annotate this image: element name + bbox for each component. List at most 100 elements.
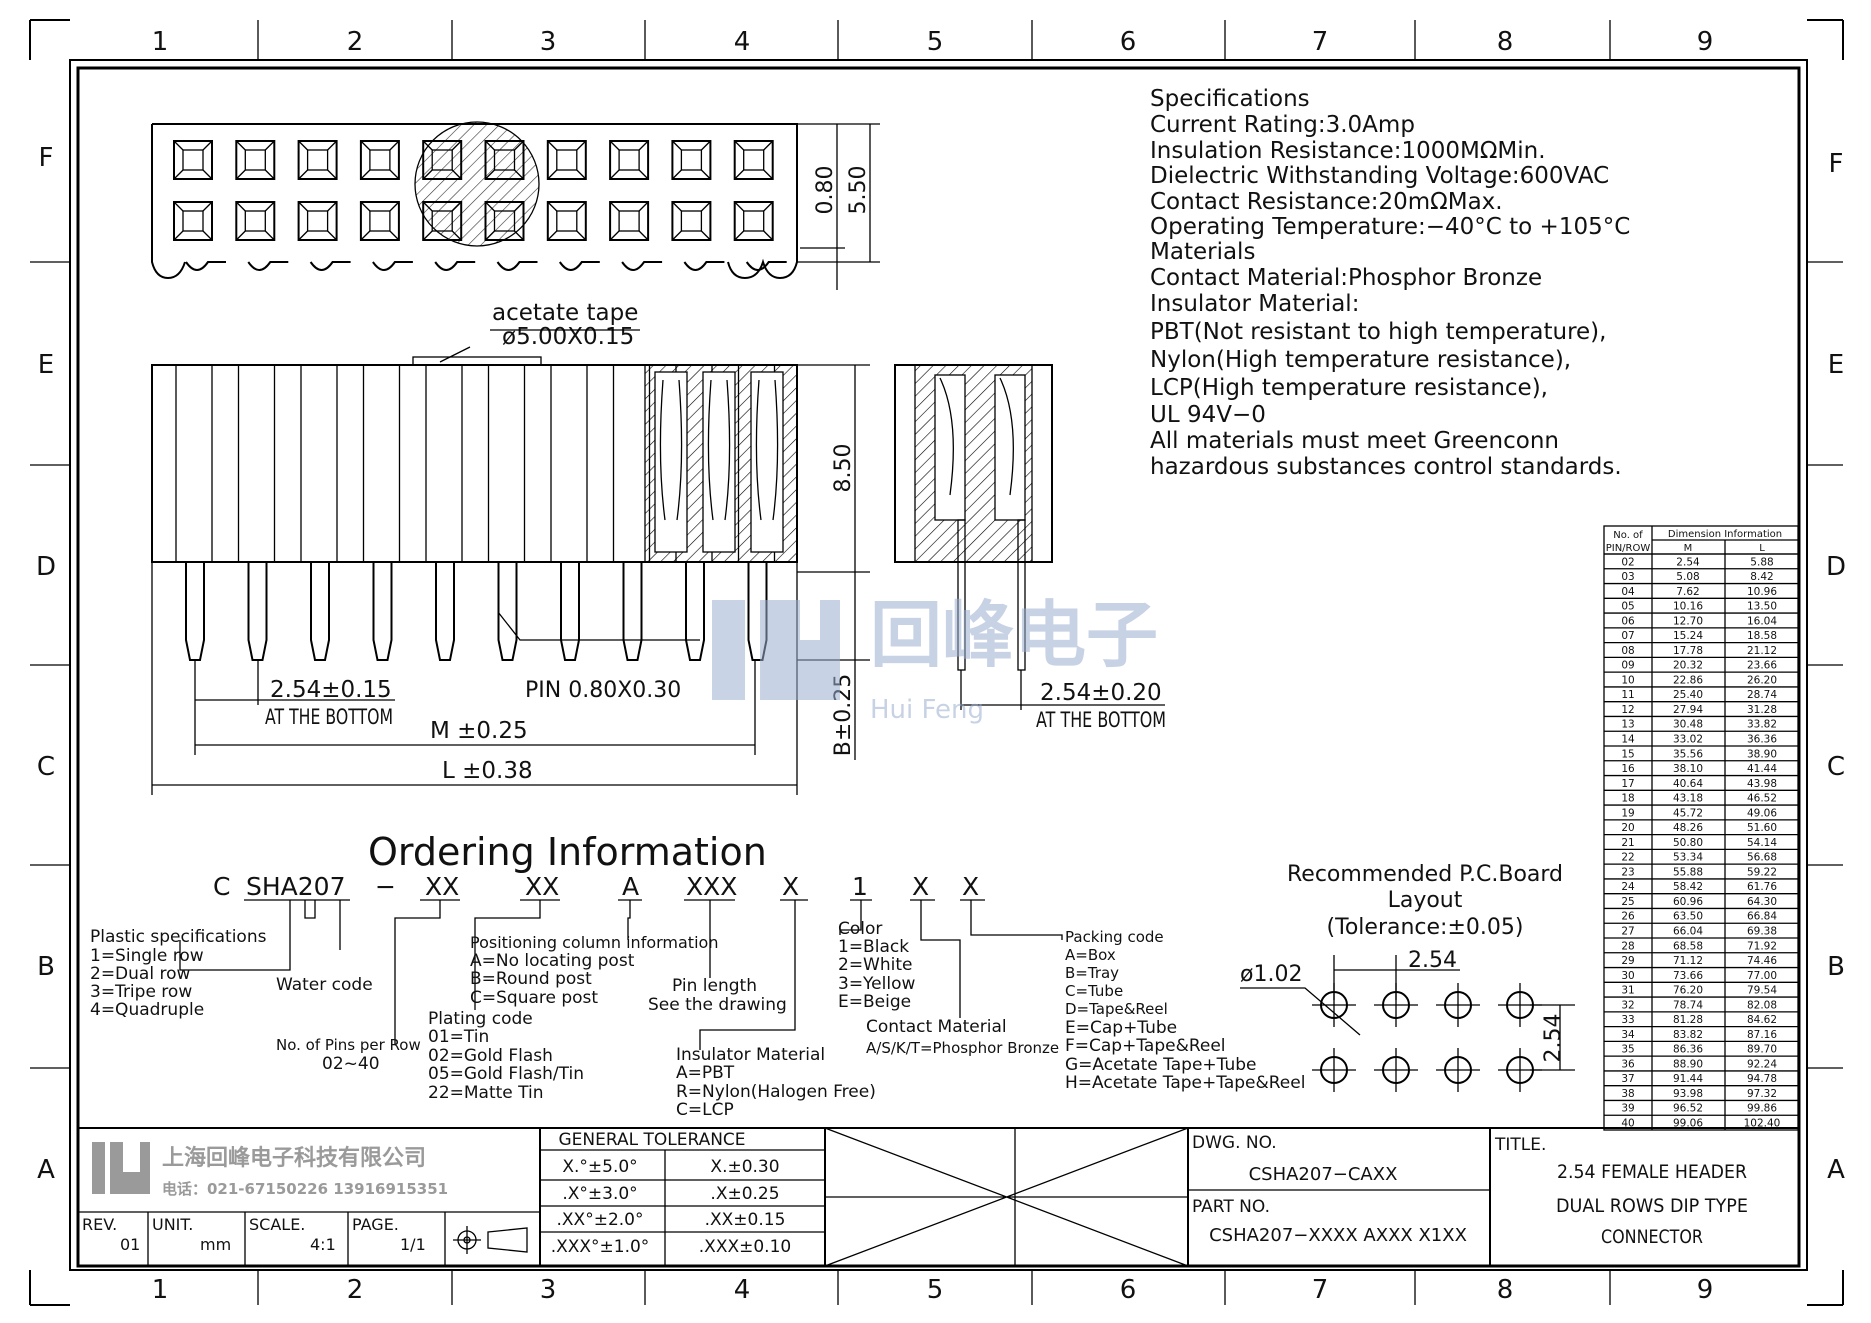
table-l-value: 102.40: [1744, 1118, 1781, 1130]
plastic-line: Plastic specifications: [90, 927, 267, 947]
front-pitch-dim: 2.54±0.15: [270, 677, 392, 703]
table-l-value: 36.36: [1747, 734, 1777, 746]
table-m-value: 58.42: [1673, 881, 1703, 893]
row-label-right: E: [1828, 350, 1844, 380]
code-pinlen: XXX: [686, 872, 737, 901]
pin: [435, 562, 455, 661]
table-l-value: 59.22: [1747, 866, 1777, 878]
code-dash: −: [375, 872, 396, 901]
table-pin-count: 19: [1621, 807, 1634, 819]
tol-angle: .X°±3.0°: [562, 1184, 637, 1204]
table-l-value: 97.32: [1747, 1088, 1777, 1100]
pin: [497, 562, 518, 661]
contact-cell-corner: [360, 201, 400, 241]
pcb-pitch-h: 2.54: [1408, 948, 1457, 973]
pcb-layout: Recommended P.C.Board Layout (Tolerance:…: [1240, 862, 1575, 1092]
pin: [185, 562, 205, 661]
table-pin-count: 37: [1621, 1073, 1634, 1085]
table-m-value: 68.58: [1673, 940, 1703, 952]
contact-cell: [671, 201, 712, 241]
table-l-value: 13.50: [1747, 601, 1777, 613]
col-label-top: 9: [1697, 27, 1714, 57]
contact-cavity: [654, 371, 688, 553]
contact-cell: [671, 140, 712, 180]
contact-cell-inner: [244, 210, 266, 232]
plating-line: 05=Gold Flash/Tin: [428, 1064, 584, 1084]
col-label-bottom: 6: [1120, 1275, 1137, 1305]
top-scallop: [434, 261, 476, 271]
contact-cell: [235, 201, 276, 241]
table-l-value: 51.60: [1747, 822, 1777, 834]
row-label-right: D: [1826, 552, 1846, 582]
table-head-no: No. of: [1613, 530, 1643, 541]
table-m-value: 45.72: [1673, 807, 1703, 819]
part-value: CSHA207−XXXX AXXX X1XX: [1209, 1225, 1467, 1246]
m-dim: M ±0.25: [430, 718, 528, 744]
contact-cell: [609, 140, 650, 180]
contact-cell: [359, 140, 400, 180]
table-m-value: 7.62: [1676, 586, 1699, 598]
table-l-value: 28.74: [1747, 689, 1777, 701]
table-m-value: 83.82: [1673, 1029, 1703, 1041]
top-view: 0.80 5.50: [151, 121, 880, 290]
contact-cell-corner: [173, 140, 213, 180]
packing-line: A=Box: [1065, 946, 1116, 964]
contact-cell-inner: [618, 210, 640, 232]
table-l-value: 38.90: [1747, 748, 1777, 760]
table-l-value: 69.38: [1747, 926, 1777, 938]
contact-cell-corner: [609, 140, 649, 180]
insulator-line: C=LCP: [676, 1100, 734, 1120]
pin: [685, 562, 705, 661]
table-m-value: 78.74: [1673, 999, 1703, 1011]
table-head-no: PIN/ROW: [1606, 543, 1651, 554]
side-pitch-note: AT THE BOTTOM: [1036, 708, 1166, 732]
tape-dim: ø5.00X0.15: [502, 324, 634, 350]
title-line: CONNECTOR: [1601, 1226, 1703, 1248]
plastic-line: 3=Tripe row: [90, 982, 192, 1002]
col-label-top: 5: [927, 27, 944, 57]
top-scallop: [683, 261, 725, 271]
table-l-value: 33.82: [1747, 719, 1777, 731]
packing-line: G=Acetate Tape+Tube: [1065, 1055, 1256, 1075]
pin: [310, 562, 330, 661]
table-m-value: 63.50: [1673, 911, 1703, 923]
tol-linear: X.±0.30: [710, 1157, 779, 1177]
projection-symbol-icon: [453, 1226, 528, 1254]
table-pin-count: 05: [1621, 601, 1634, 613]
contact-cell-corner: [298, 140, 338, 180]
table-m-value: 15.24: [1673, 630, 1703, 642]
top-scallop: [745, 261, 787, 271]
pcb-title: Layout: [1388, 888, 1463, 913]
contact-cell-corner: [360, 140, 400, 180]
table-l-value: 64.30: [1747, 896, 1777, 908]
table-m-value: 50.80: [1673, 837, 1703, 849]
contact-cell: [297, 140, 338, 180]
table-l-value: 94.78: [1747, 1073, 1777, 1085]
table-m-value: 25.40: [1673, 689, 1703, 701]
table-l-value: 16.04: [1747, 615, 1777, 627]
code-plating: XX: [525, 872, 559, 901]
pin: [372, 562, 393, 661]
pcb-hole-centerline: [1436, 983, 1480, 1027]
table-pin-count: 04: [1621, 586, 1635, 598]
col-label-top: 2: [347, 27, 364, 57]
table-l-value: 92.24: [1747, 1058, 1777, 1070]
table-l-value: 46.52: [1747, 793, 1777, 805]
table-pin-count: 22: [1621, 852, 1634, 864]
front-view: acetate tape ø5.00X0.15 8.50 B±0.25 2.54…: [151, 300, 870, 795]
table-m-value: 71.12: [1673, 955, 1703, 967]
table-pin-count: 20: [1621, 822, 1634, 834]
table-pin-count: 23: [1621, 866, 1634, 878]
positioning-line: B=Round post: [470, 969, 592, 989]
table-pin-count: 15: [1621, 748, 1634, 760]
table-head-dim: Dimension Information: [1668, 529, 1782, 540]
tolerance-title: GENERAL TOLERANCE: [558, 1130, 745, 1150]
tape-label: acetate tape: [492, 300, 638, 326]
packing-line: B=Tray: [1065, 964, 1119, 982]
company-logo-icon: [92, 1142, 150, 1194]
spec-line: Insulation Resistance:1000MΩMin.: [1150, 138, 1546, 164]
spec-line: hazardous substances control standards.: [1150, 454, 1622, 480]
pcb-hole-dim: ø1.02: [1240, 962, 1302, 987]
row-label-left: C: [37, 752, 55, 782]
